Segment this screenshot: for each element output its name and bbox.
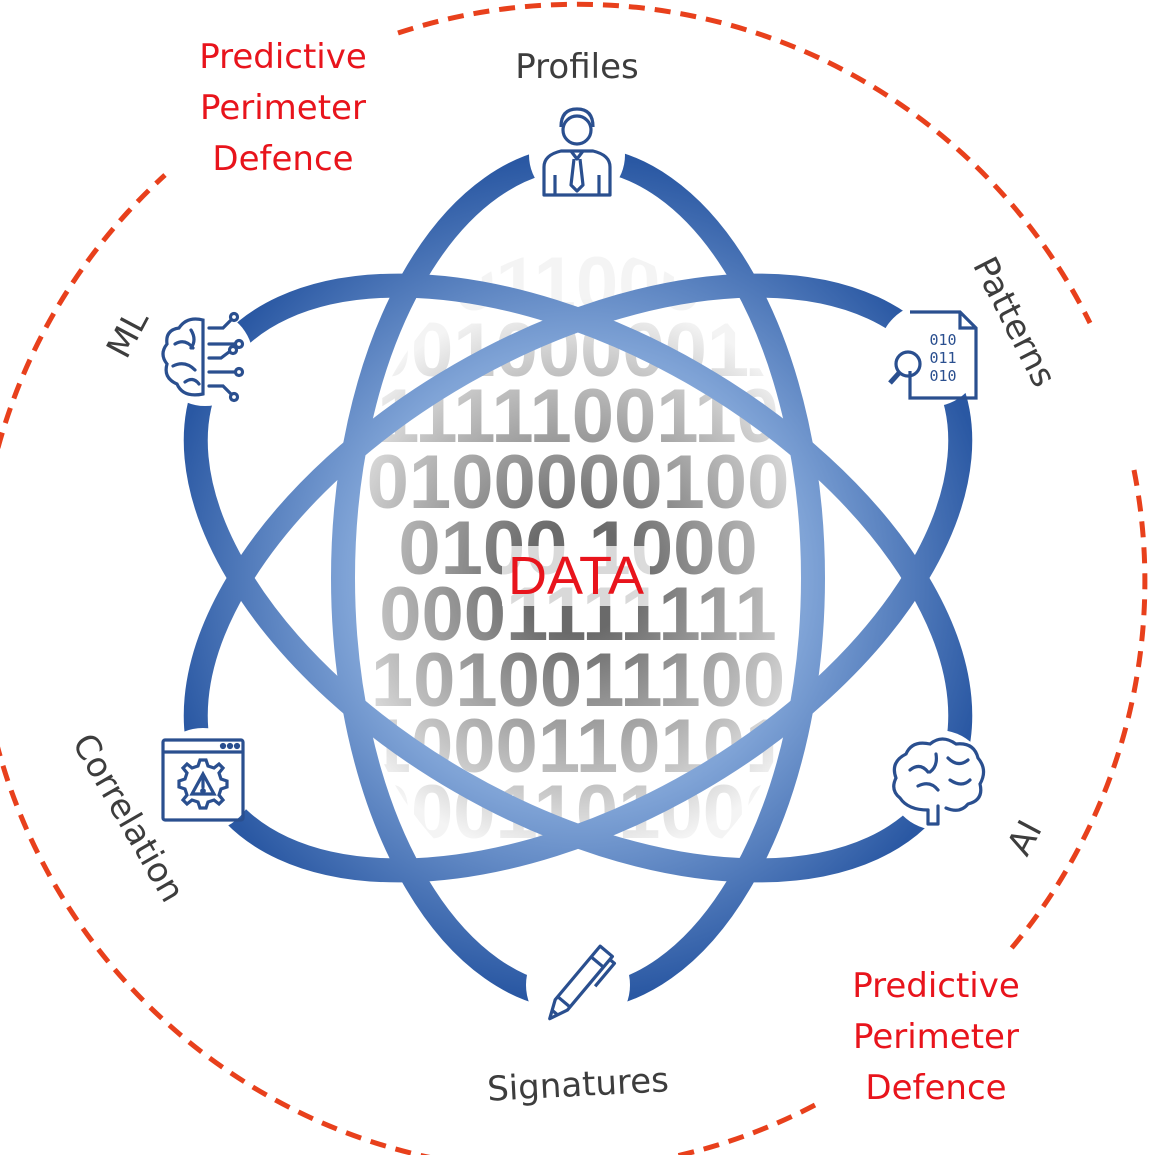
brain-circuit-icon bbox=[161, 311, 245, 403]
svg-text:010: 010 bbox=[929, 331, 956, 349]
perimeter-dashed-arc-right bbox=[1008, 469, 1148, 952]
svg-text:011: 011 bbox=[929, 349, 956, 367]
perimeter-label-top-line-1: Predictive bbox=[199, 37, 367, 77]
browser-gear-warning-icon bbox=[161, 738, 245, 822]
perimeter-label-bottom-line-3: Defence bbox=[865, 1068, 1007, 1108]
perimeter-label-top-line-3: Defence bbox=[212, 139, 354, 179]
icon-backdrops bbox=[151, 107, 988, 1037]
binary-row: 0100000100 bbox=[367, 440, 790, 525]
pen-icon bbox=[548, 944, 617, 1021]
person-icon bbox=[542, 107, 612, 197]
document-search-icon: 010 011 010 bbox=[888, 310, 978, 400]
perimeter-label-top: Predictive Perimeter Defence bbox=[153, 32, 413, 185]
perimeter-label-bottom-line-2: Perimeter bbox=[853, 1017, 1019, 1057]
label-profiles: Profiles bbox=[515, 47, 639, 87]
perimeter-label-bottom-line-1: Predictive bbox=[852, 966, 1020, 1006]
svg-text:010: 010 bbox=[929, 367, 956, 385]
center-data-label: DATA bbox=[501, 546, 651, 606]
perimeter-label-top-line-2: Perimeter bbox=[200, 88, 366, 128]
binary-row: 1010011100 bbox=[371, 638, 785, 723]
brain-icon bbox=[892, 737, 986, 826]
perimeter-label-bottom: Predictive Perimeter Defence bbox=[806, 961, 1066, 1114]
perimeter-dashed-arc-bottom bbox=[0, 173, 817, 1155]
